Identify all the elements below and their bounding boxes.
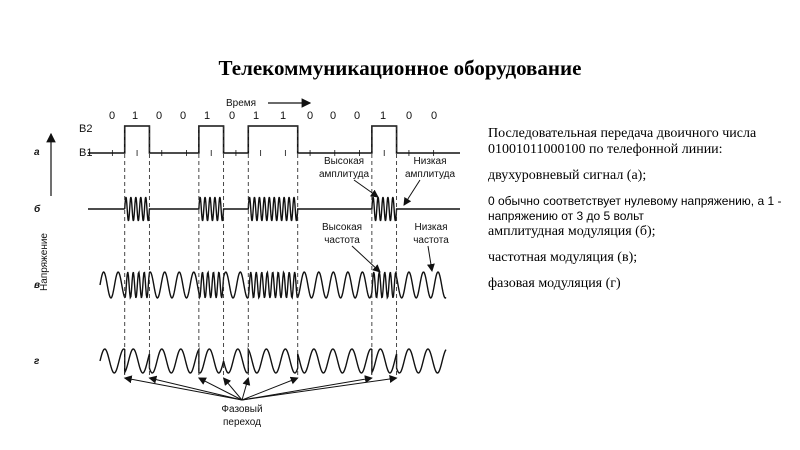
annotation-line: амплитуда <box>405 169 455 180</box>
voltage-note-text: 0 обычно соответствует нулевому напряжен… <box>488 194 782 223</box>
modulation-diagram: Время Напряжение B2 B1 а б в г 0 1 0 0 1… <box>0 86 470 450</box>
annotation-phase-shift: Фазовый переход <box>221 404 262 428</box>
bit-label: 1 <box>280 110 286 122</box>
phase-shift-arrow <box>241 376 299 401</box>
annotation-line: Фазовый <box>221 404 262 415</box>
bit-label: 1 <box>204 110 210 122</box>
phase-shift-arrow <box>148 375 243 401</box>
bit-label: 0 <box>431 110 437 122</box>
intro-text: Последовательная передача двоичного числ… <box>488 126 757 157</box>
text-panel: Последовательная передача двоичного числ… <box>488 126 783 292</box>
level-label-b1: B1 <box>79 147 92 159</box>
low-frequency-arrow <box>426 245 435 272</box>
bit-label: 0 <box>229 110 235 122</box>
phase-shift-arrow <box>222 377 243 401</box>
annotation-line: Высокая <box>322 222 362 233</box>
amplitude-modulated-signal <box>88 196 460 222</box>
annotation-low-amplitude: Низкая амплитуда <box>405 156 455 180</box>
annotation-low-frequency: Низкая частота <box>413 222 449 246</box>
annotation-line: амплитуда <box>319 169 369 180</box>
bit-labels: 0 1 0 0 1 0 1 1 0 0 0 1 0 0 <box>109 110 437 122</box>
phase-modulated-signal <box>99 347 447 375</box>
row-label-g: г <box>34 356 40 367</box>
annotation-line: частота <box>413 235 449 246</box>
bit-label: 0 <box>330 110 336 122</box>
phase-shift-arrow <box>241 377 251 401</box>
bit-label: 0 <box>406 110 412 122</box>
phase-shift-arrow <box>241 375 373 401</box>
bit-label: 0 <box>354 110 360 122</box>
annotation-line: Низкая <box>414 156 447 167</box>
two-level-signal <box>88 125 460 154</box>
bit-label: 1 <box>132 110 138 122</box>
low-amplitude-arrow <box>403 179 421 206</box>
bit-label: 1 <box>253 110 259 122</box>
diagram-svg: Время Напряжение B2 B1 а б в г 0 1 0 0 1… <box>34 98 460 428</box>
high-amplitude-arrow <box>353 179 379 198</box>
bit-label: 0 <box>109 110 115 122</box>
bit-label: 0 <box>307 110 313 122</box>
fm-text: частотная модуляция (в); <box>488 250 638 265</box>
annotation-high-amplitude: Высокая амплитуда <box>319 156 369 180</box>
bit-label: 0 <box>156 110 162 122</box>
high-frequency-arrow <box>351 245 381 273</box>
row-label-v: в <box>34 280 40 291</box>
annotation-line: переход <box>223 417 261 428</box>
waveforms <box>88 125 460 401</box>
annotation-high-frequency: Высокая частота <box>322 222 362 246</box>
level-label-b2: B2 <box>79 123 92 135</box>
row-label-a: а <box>34 147 40 158</box>
bit-label: 1 <box>380 110 386 122</box>
phase-shift-arrow <box>197 377 243 401</box>
annotation-line: Высокая <box>324 156 364 167</box>
bit-label: 0 <box>180 110 186 122</box>
pm-text: фазовая модуляция (г) <box>488 276 621 291</box>
voltage-axis-label: Напряжение <box>39 233 50 291</box>
frequency-modulated-signal <box>99 270 447 300</box>
phase-shift-arrow <box>123 375 243 401</box>
time-axis-label: Время <box>226 98 256 109</box>
annotation-line: Низкая <box>415 222 448 233</box>
am-text: амплитудная модуляция (б); <box>488 224 656 239</box>
phase-shift-arrow <box>241 375 398 401</box>
two-level-text: двухуровневый сигнал (а); <box>488 168 647 183</box>
row-label-b: б <box>34 203 41 215</box>
slide-title: Телекоммуникационное оборудование <box>218 56 582 80</box>
annotation-line: частота <box>324 235 360 246</box>
